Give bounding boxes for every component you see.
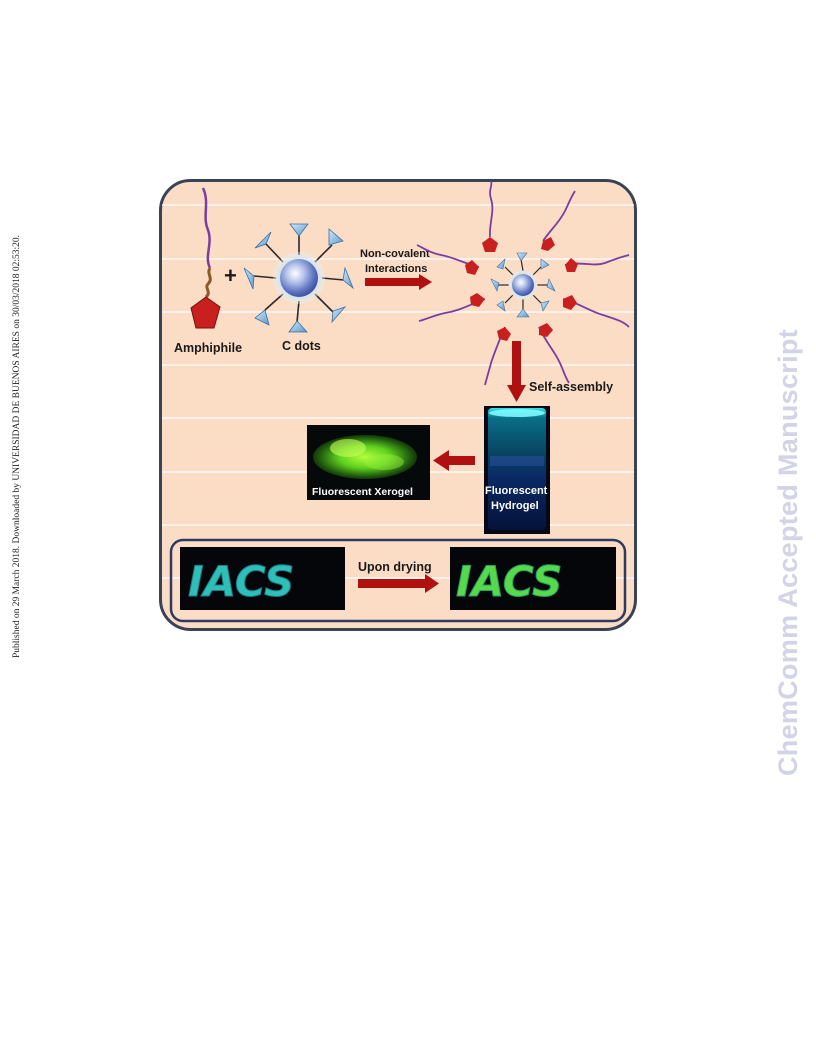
interaction-label-line2: Interactions	[365, 263, 427, 275]
hydrogel-label-line2: Hydrogel	[491, 500, 539, 512]
cdots-label: C dots	[282, 339, 321, 353]
watermark-text: ChemComm Accepted Manuscript	[773, 329, 803, 776]
hydrogel-vial-image	[484, 406, 550, 534]
upon-drying-label: Upon drying	[358, 560, 432, 574]
iacs-after-text: IACS	[456, 557, 562, 606]
drying-panel	[169, 538, 627, 623]
amphiphile-molecule-icon	[190, 187, 221, 329]
interaction-label-line1: Non-covalent	[360, 248, 430, 260]
published-note: Published on 29 March 2018. Downloaded b…	[12, 234, 22, 658]
xerogel-label: Fluorescent Xerogel	[312, 486, 413, 498]
iacs-before-image: IACS	[180, 547, 345, 610]
graphical-abstract-figure: Amphiphile + C dots Non-covalent	[159, 179, 637, 631]
self-assembly-label: Self-assembly	[529, 380, 613, 394]
xerogel-image	[307, 425, 430, 500]
hydrogel-label-line1: Fluorescent	[485, 485, 548, 497]
left-arrow-icon	[433, 450, 475, 471]
drying-arrow-icon	[358, 574, 439, 593]
c-dot-icon	[243, 223, 354, 333]
right-arrow-icon	[365, 274, 432, 290]
iacs-before-text: IACS	[188, 557, 294, 606]
self-assembled-complex-icon	[416, 180, 630, 386]
amphiphile-label: Amphiphile	[174, 341, 242, 355]
plus-sign: +	[224, 263, 237, 288]
down-arrow-icon	[507, 341, 526, 402]
iacs-after-image: IACS	[450, 547, 616, 610]
